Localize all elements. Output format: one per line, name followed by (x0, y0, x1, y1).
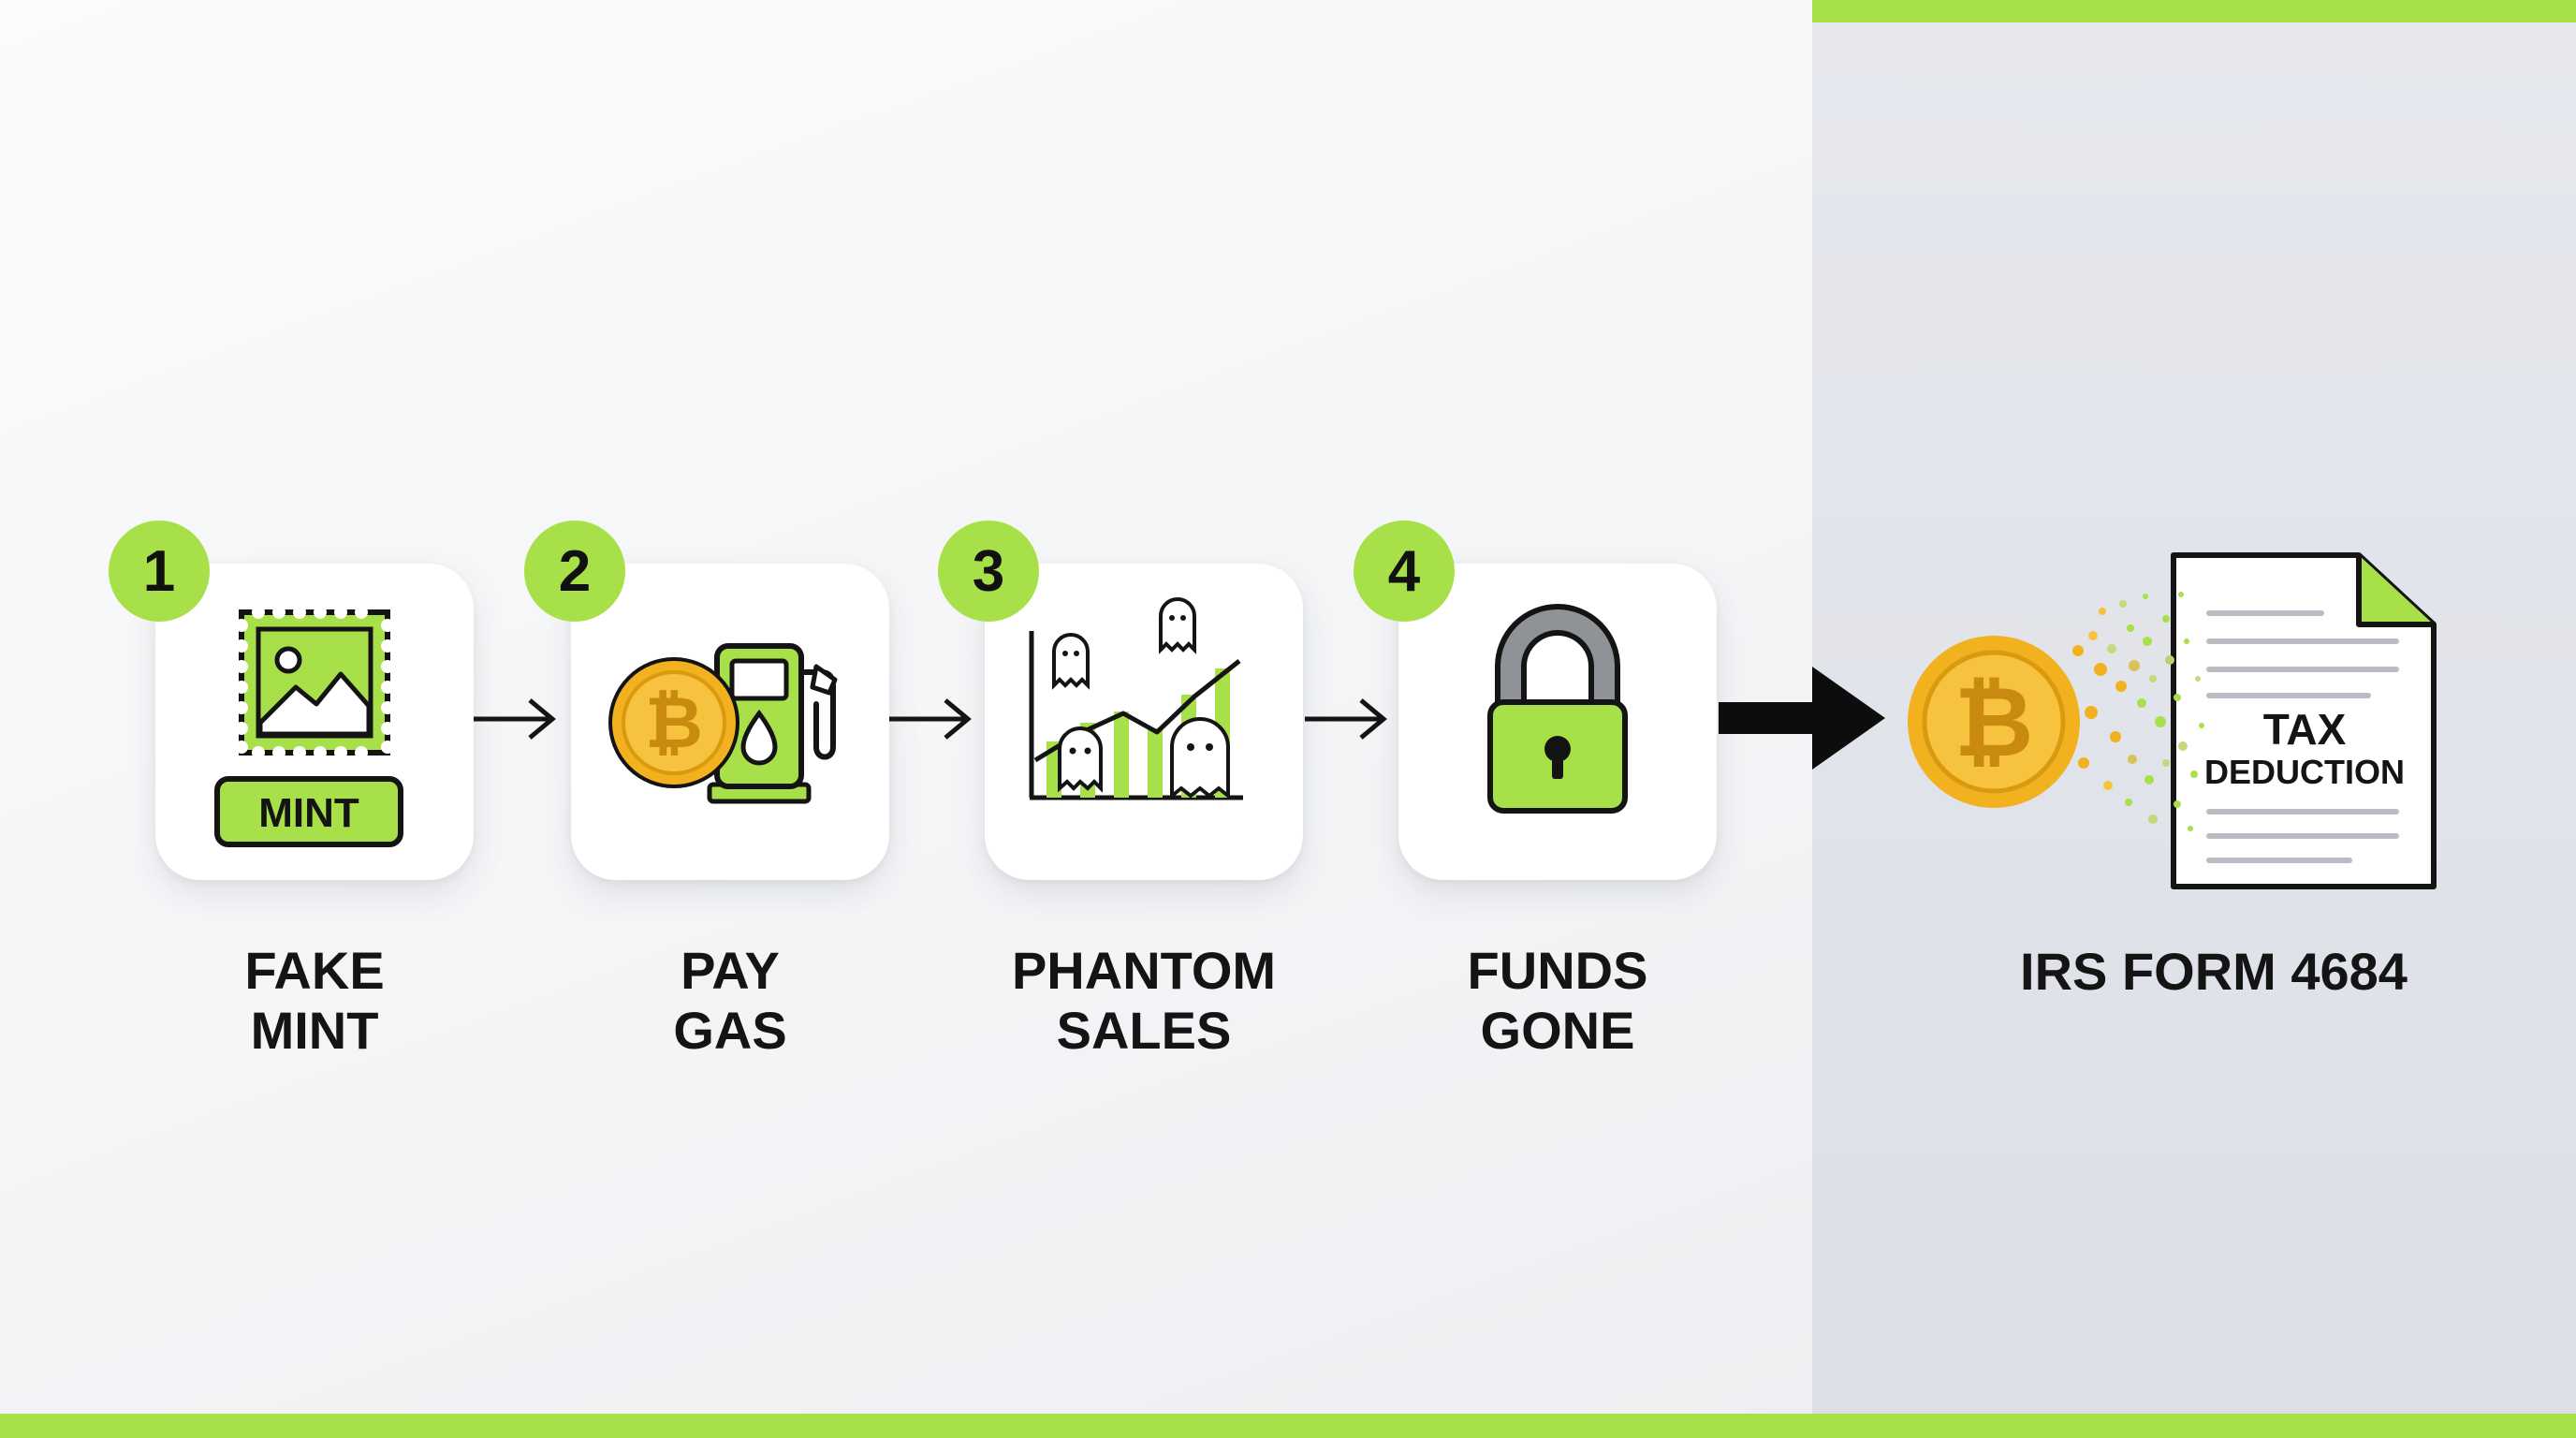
step-3-label: PHANTOM SALES (947, 941, 1340, 1061)
step-1-label: FAKE MINT (118, 941, 511, 1061)
step-4-card (1398, 564, 1717, 880)
ghost-chart-icon (1029, 597, 1243, 800)
step-3-label-line-1: PHANTOM (1011, 941, 1277, 1000)
step-1-label-line-2: MINT (250, 1001, 379, 1060)
step-4-label-line-2: GONE (1480, 1001, 1635, 1060)
svg-text:₿: ₿ (645, 683, 703, 763)
step-1-label-line-1: FAKE (244, 941, 385, 1000)
step-3-card (985, 564, 1303, 880)
bottom-accent-bar (0, 1414, 2576, 1438)
step-2-number-badge: 2 (524, 521, 625, 622)
arrow-right-icon (889, 698, 972, 740)
bitcoin-dissolving-into-document-icon: ₿ TAX DEDUCTION (1908, 552, 2437, 889)
mint-tag: MINT (258, 790, 359, 836)
nft-mint-icon (214, 606, 403, 847)
arrow-right-icon (474, 698, 556, 740)
step-4-label: FUNDS GONE (1361, 941, 1754, 1061)
document-line-tax: TAX (2263, 705, 2347, 754)
padlock-icon (1487, 604, 1628, 814)
step-2-card: ₿ (571, 564, 889, 880)
result-label: IRS FORM 4684 (2020, 942, 2408, 1001)
step-2-label-line-2: GAS (673, 1001, 787, 1060)
top-accent-bar (1812, 0, 2576, 22)
arrow-right-icon (1305, 698, 1387, 740)
step-4-label-line-1: FUNDS (1467, 941, 1648, 1000)
step-4-number-badge: 4 (1354, 521, 1455, 622)
mint-tag-label: MINT (258, 790, 359, 836)
step-1-card: MINT (155, 564, 474, 880)
step-2-label: PAY GAS (534, 941, 927, 1061)
svg-text:₿: ₿ (1954, 668, 2034, 777)
big-arrow-right-icon (1719, 667, 1885, 770)
step-3-label-line-2: SALES (1056, 1001, 1232, 1060)
step-2-label-line-1: PAY (681, 941, 780, 1000)
step-3-number-badge: 3 (938, 521, 1039, 622)
document-line-deduction: DEDUCTION (2204, 753, 2405, 791)
step-1-number-badge: 1 (109, 521, 210, 622)
gas-pump-bitcoin-icon: ₿ (608, 643, 838, 804)
